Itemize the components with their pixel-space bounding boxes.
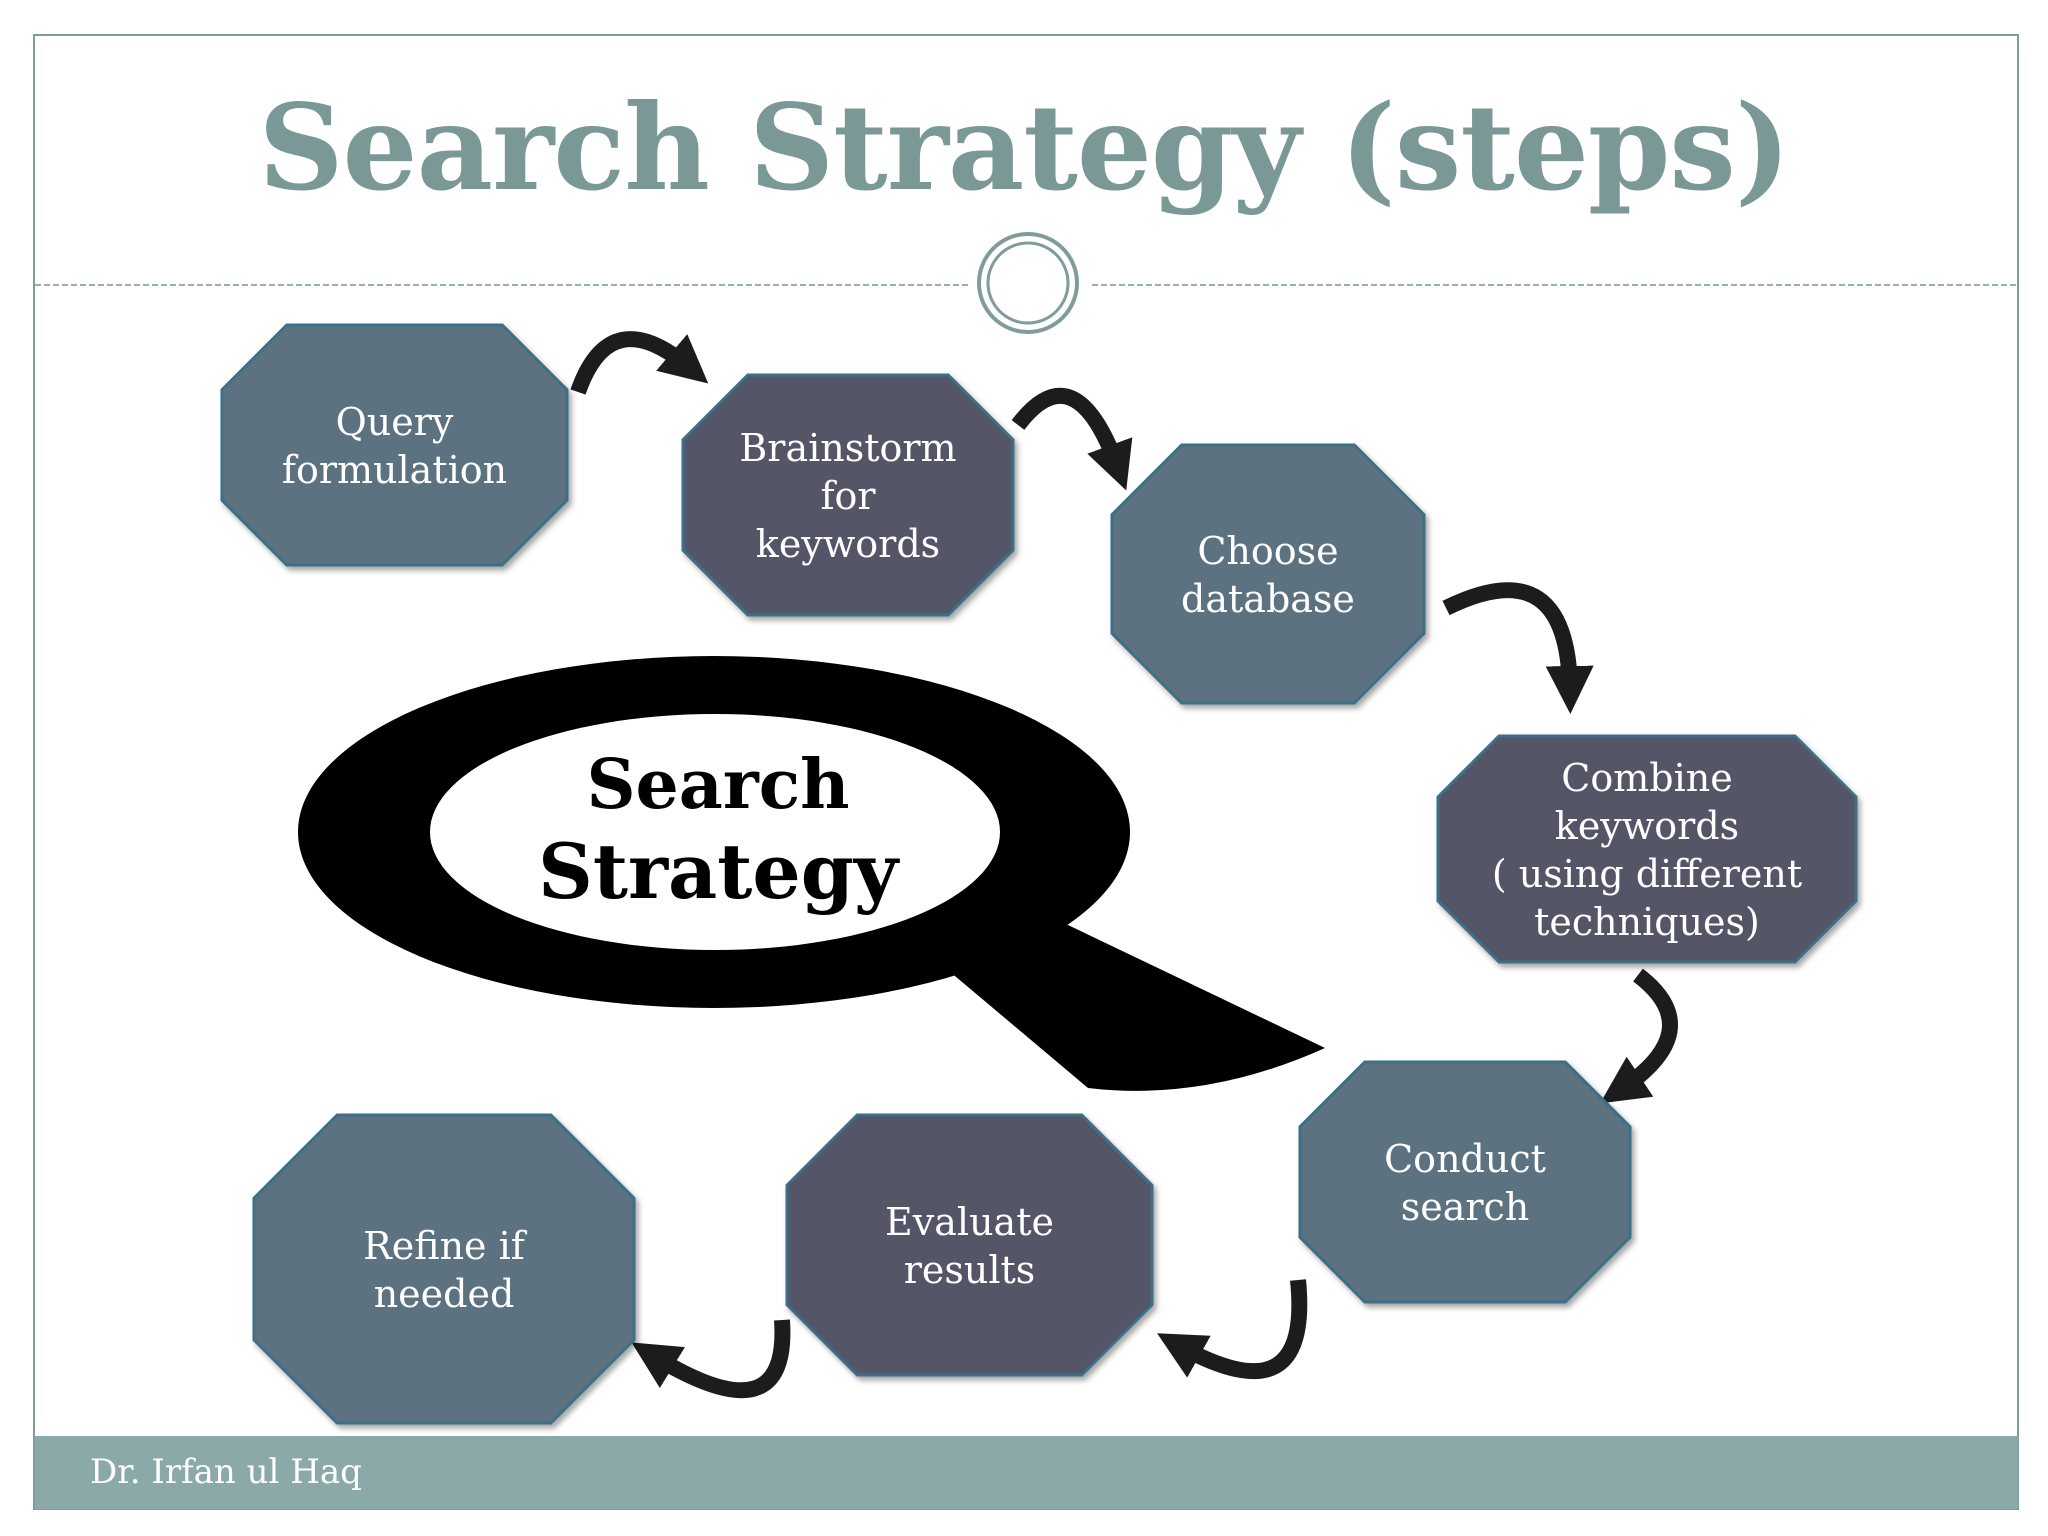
ring-ornament — [977, 232, 1079, 334]
center-label-line-1: Search — [586, 745, 849, 825]
step-label-line: keywords — [756, 522, 940, 566]
curved-arrow-icon — [631, 1319, 791, 1399]
step-label-line: results — [904, 1248, 1036, 1292]
step-label-line: ( using different — [1492, 852, 1802, 896]
step-label-line: Refine if — [363, 1224, 528, 1268]
octagon-shape — [681, 373, 1015, 617]
octagon-shape — [1110, 443, 1426, 705]
footer-author: Dr. Irfan ul Haq — [90, 1452, 362, 1492]
step-label-line: Choose — [1197, 529, 1338, 573]
flow-arrows — [570, 331, 1678, 1399]
curved-arrow-icon — [1600, 968, 1678, 1104]
footer-bar: Dr. Irfan ul Haq — [35, 1436, 2018, 1509]
step-label-line: Brainstorm — [739, 426, 956, 470]
curved-arrow-icon — [1011, 388, 1133, 491]
step-label-line: formulation — [282, 448, 507, 492]
octagon-shape — [252, 1113, 636, 1425]
step-label-line: database — [1181, 577, 1355, 621]
step-label-line: search — [1401, 1185, 1530, 1229]
step-label-line: keywords — [1555, 804, 1739, 848]
slide-title: Search Strategy (steps) — [258, 78, 1790, 217]
step-label-line: techniques) — [1534, 900, 1760, 944]
step-label-line: for — [820, 474, 876, 518]
center-label-line-2: Strategy — [538, 827, 900, 916]
curved-arrow-icon — [1157, 1279, 1308, 1380]
curved-arrow-icon — [1442, 582, 1594, 714]
step-label-line: Evaluate — [885, 1200, 1054, 1244]
octagon-shape — [785, 1113, 1154, 1377]
step-label-line: needed — [374, 1272, 515, 1316]
octagon-shape — [220, 323, 569, 567]
octagon-shape — [1298, 1060, 1632, 1304]
step-label-line: Combine — [1561, 756, 1732, 800]
magnifier-icon: Search Strategy — [298, 656, 1325, 1091]
curved-arrow-icon — [570, 331, 709, 395]
step-label-line: Conduct — [1384, 1137, 1546, 1181]
slide-frame — [33, 34, 2019, 1510]
octagon-shape — [1436, 734, 1858, 964]
title-divider — [35, 232, 2017, 334]
step-label-line: Query — [336, 400, 454, 444]
